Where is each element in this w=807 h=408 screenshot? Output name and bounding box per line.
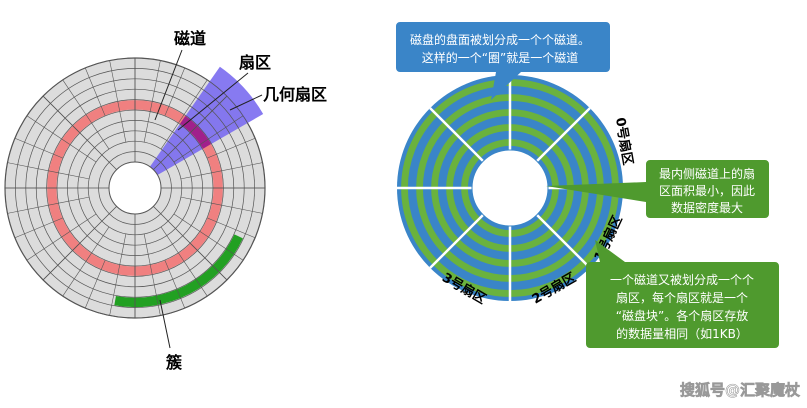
sector-callout: [586, 240, 779, 348]
sector-highlight: [180, 116, 212, 149]
sector-callout-text: 一个磁道又被划分成一个个: [610, 272, 754, 287]
track-leader: [154, 49, 183, 121]
sector-line: [149, 60, 161, 112]
sector-line: [119, 111, 127, 143]
sector-callout-text: 扇区，每个扇区就是一个: [616, 290, 748, 305]
sector-line: [26, 115, 71, 145]
sector-line: [62, 79, 92, 124]
sector-line: [91, 122, 110, 150]
sector-line: [149, 264, 161, 316]
geometric-sector-leader: [229, 94, 263, 111]
sector-line: [189, 242, 228, 281]
sector-line: [58, 196, 90, 204]
sector-line: [164, 259, 186, 309]
sector-line: [178, 252, 208, 297]
sector-line: [42, 242, 81, 281]
sector-line: [199, 115, 244, 145]
sector-line: [58, 172, 90, 180]
sector-line: [206, 217, 256, 239]
sector-line: [160, 226, 179, 254]
track-callout: [396, 22, 610, 100]
sector-line: [119, 233, 127, 265]
sector-line: [42, 95, 81, 134]
inner-sector-callout-text: 数据密度最大: [671, 200, 743, 215]
sector-line: [199, 231, 244, 261]
right-callouts: 磁盘的盘面被划分成一个个磁道。这样的一个“圈”就是一个磁道最内侧磁道上的扇区面积…: [396, 22, 779, 348]
sector-line: [62, 252, 92, 297]
sector-line: [14, 217, 64, 239]
sector-line: [84, 259, 106, 309]
sector-label: 扇区: [239, 53, 271, 72]
sector-callout-text: “磁盘块”。各个扇区存放: [616, 308, 748, 323]
sector-line: [164, 67, 186, 117]
track-callout-text: 磁盘的盘面被划分成一个个磁道。: [410, 32, 590, 47]
sector-line: [26, 231, 71, 261]
sector-line: [109, 60, 121, 112]
sector-line: [84, 67, 106, 117]
sector-divider: [535, 107, 591, 163]
geometric-sector-wedge: [149, 66, 264, 175]
sector-line: [211, 162, 263, 174]
inner-sector-callout-text: 区面积最小，因此: [659, 184, 755, 198]
sector-line: [178, 79, 208, 124]
sector-callout-text: 的数据量相同（如1KB）: [616, 326, 748, 341]
spindle-hole: [471, 149, 549, 227]
spindle-hole: [108, 161, 162, 215]
sector-line: [173, 213, 201, 232]
sector-line: [173, 144, 201, 163]
sector-line: [160, 122, 179, 150]
sector-leader: [177, 72, 249, 131]
sector-line: [7, 162, 59, 174]
geometric-sector-label: 几何扇区: [263, 85, 327, 104]
watermark-text: 搜狐号@汇聚魔杖: [680, 381, 800, 399]
sector-line: [180, 172, 212, 180]
left-disk-diagram: [4, 49, 266, 349]
sector-line: [143, 233, 151, 265]
sector-line: [211, 202, 263, 214]
sector-line: [206, 137, 256, 159]
sector-line: [91, 226, 110, 254]
inner-sector-callout: [546, 160, 769, 218]
track-label: 磁道: [174, 29, 206, 48]
track-callout-text: 这样的一个“圈”就是一个磁道: [422, 50, 578, 65]
sector-line: [14, 137, 64, 159]
sector-line: [69, 213, 97, 232]
sector-line: [143, 111, 151, 143]
sector-divider: [429, 107, 485, 163]
cluster-label: 簇: [165, 353, 183, 372]
inner-sector-callout-text: 最内侧磁道上的扇: [659, 166, 755, 181]
sector-line: [7, 202, 59, 214]
cluster-leader: [159, 299, 171, 349]
sector-divider: [429, 213, 485, 269]
sector-line: [69, 144, 97, 163]
sector-line: [189, 95, 228, 134]
sector-line: [109, 264, 121, 316]
sector-line: [180, 196, 212, 204]
sector-divider: [535, 213, 591, 269]
